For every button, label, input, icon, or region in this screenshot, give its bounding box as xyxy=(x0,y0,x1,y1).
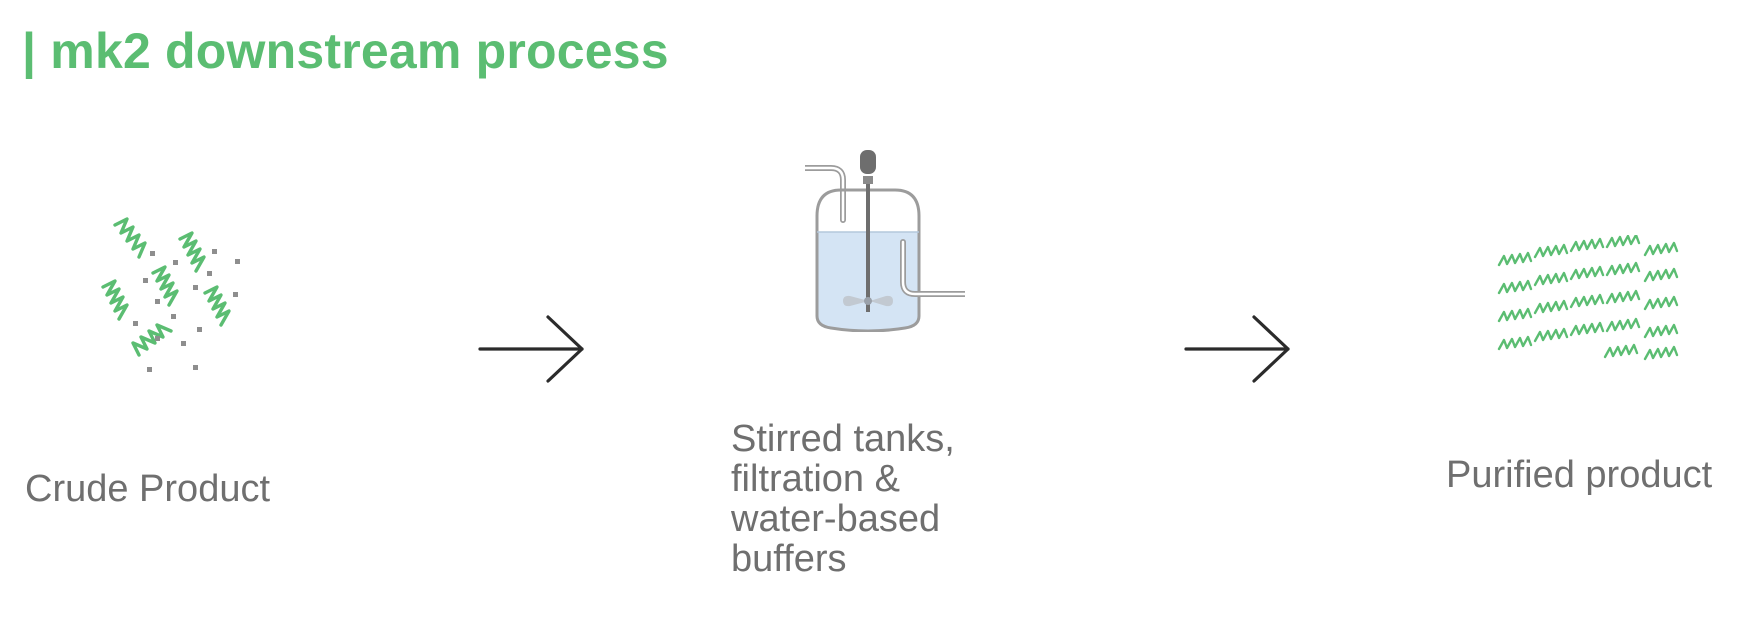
page-title: | mk2 downstream process xyxy=(22,23,669,79)
stirred-tank-label-line: filtration & xyxy=(731,458,900,500)
stirred-tank-label: Stirred tanks, filtration & water-based … xyxy=(731,419,1031,579)
crude-mixture-icon xyxy=(101,217,240,372)
arrow-right-icon xyxy=(1184,315,1290,383)
stirred-tank-icon xyxy=(805,150,965,332)
arrow-right-icon xyxy=(478,315,584,383)
crude-product-label: Crude Product xyxy=(25,468,271,510)
stirred-tank-label-line: Stirred tanks, xyxy=(731,418,955,460)
stirred-tank-label-line: buffers xyxy=(731,538,847,580)
purified-product-label: Purified product xyxy=(1446,454,1713,496)
stirred-tank-label-line: water-based xyxy=(731,498,941,540)
purified-peptides-icon xyxy=(1497,235,1679,361)
